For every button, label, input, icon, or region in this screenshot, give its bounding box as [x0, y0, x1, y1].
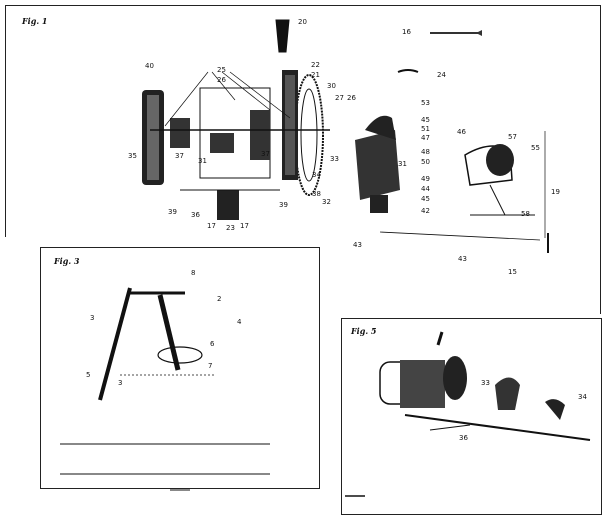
callout-50: 50: [421, 158, 430, 166]
callout-40: 40: [145, 62, 154, 70]
callout-23: 23: [226, 224, 235, 232]
fig1-panel: [5, 5, 344, 237]
callout-33: 33: [330, 155, 339, 163]
fig1-title: Fig. 1: [22, 16, 48, 26]
callout-17b: 17: [240, 222, 249, 230]
callout-39b: 39: [279, 201, 288, 209]
callout-38: 38: [312, 190, 321, 198]
fig3-callout-3a: 3: [90, 314, 95, 322]
callout-21: 21: [311, 71, 320, 79]
fig3-callout-3b: 3: [118, 379, 123, 387]
callout-24: 24: [437, 71, 446, 79]
callout-32: 32: [322, 198, 331, 206]
fig3-title: Fig. 3: [54, 256, 80, 266]
fig3-callout-8: 8: [191, 269, 196, 277]
fig3-callout-6: 6: [210, 340, 215, 348]
callout-22: 22: [311, 61, 320, 69]
fig5-callout-36: 36: [459, 434, 468, 442]
callout-25: 25: [217, 66, 226, 74]
callout-15: 15: [508, 268, 517, 276]
callout-17a: 17: [207, 222, 216, 230]
callout-53: 53: [421, 99, 430, 107]
fig5-callout-34: 34: [578, 393, 587, 401]
callout-45b: 45: [421, 195, 430, 203]
callout-19: 19: [551, 188, 560, 196]
fig3-callout-5: 5: [86, 371, 91, 379]
callout-31b: 31: [398, 160, 407, 168]
callout-36: 36: [191, 211, 200, 219]
callout-20: 20: [298, 18, 307, 26]
callout-43a: 43: [353, 241, 362, 249]
fig3-callout-7: 7: [208, 362, 213, 370]
callout-26a: 26: [217, 76, 226, 84]
callout-57: 57: [508, 133, 517, 141]
callout-31: 31: [198, 157, 207, 165]
callout-26b: 26: [347, 94, 356, 102]
callout-37b: 37: [261, 150, 270, 158]
callout-37a: 37: [175, 152, 184, 160]
callout-49: 49: [421, 175, 430, 183]
fig1-panel-right: [343, 5, 601, 314]
callout-46: 46: [457, 128, 466, 136]
callout-45a: 45: [421, 116, 430, 124]
callout-58: 58: [521, 210, 530, 218]
callout-43b: 43: [458, 255, 467, 263]
fig5-panel: [341, 318, 602, 515]
fig5-title: Fig. 5: [351, 326, 377, 336]
fig3-callout-4: 4: [237, 318, 242, 326]
callout-51: 51: [421, 125, 430, 133]
callout-27: 27: [335, 94, 344, 102]
fig3-callout-2: 2: [217, 295, 222, 303]
callout-35: 35: [128, 152, 137, 160]
callout-47: 47: [421, 134, 430, 142]
fig5-callout-33: 33: [481, 379, 490, 387]
callout-42: 42: [421, 207, 430, 215]
callout-34: 34: [312, 171, 321, 179]
callout-55: 55: [531, 144, 540, 152]
fig3-panel: [40, 247, 320, 489]
callout-48: 48: [421, 148, 430, 156]
callout-39a: 39: [168, 208, 177, 216]
callout-16: 16: [402, 28, 411, 36]
callout-30: 30: [327, 82, 336, 90]
callout-44: 44: [421, 185, 430, 193]
